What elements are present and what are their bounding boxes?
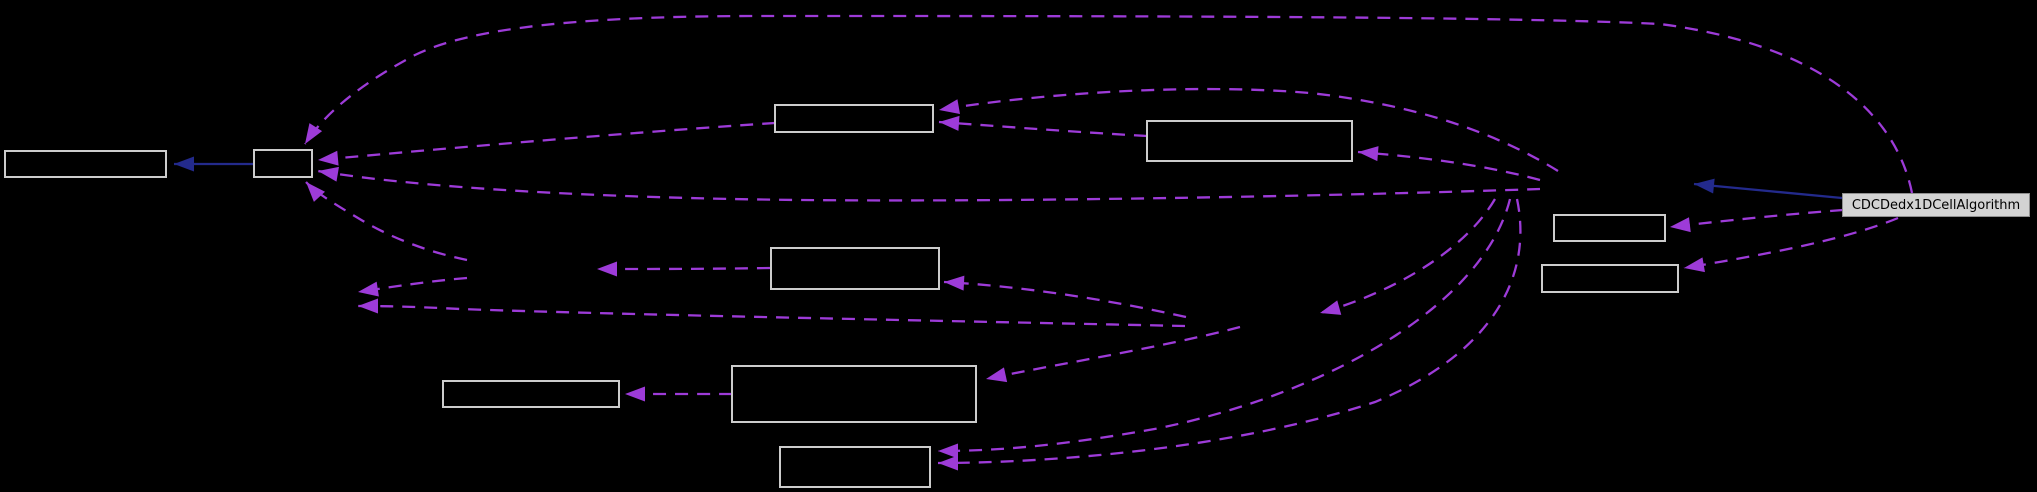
graph-node-h[interactable]	[442, 380, 620, 408]
edge-c-b	[317, 121, 776, 166]
edge-hidden2-b	[305, 181, 468, 262]
edge-d-c	[938, 115, 1148, 138]
edge-current-b	[304, 14, 1914, 194]
edge-hidden2-hidden3	[357, 276, 468, 297]
current-node[interactable]: CDCDedx1DCellAlgorithm	[1842, 193, 2030, 217]
graph-node-i[interactable]	[731, 365, 977, 423]
graph-node-g[interactable]	[770, 247, 940, 290]
edge-hidden4-i	[985, 325, 1241, 383]
graph-node-d[interactable]	[1146, 120, 1353, 162]
edge-hidden4-g	[943, 275, 1187, 319]
edge-current-hidden1	[1693, 178, 1843, 200]
edge-hidden1-j	[937, 198, 1512, 459]
edge-hidden1-c	[938, 87, 1559, 172]
edge-hidden1-hidden4	[1319, 198, 1496, 315]
graph-node-e[interactable]	[1553, 214, 1666, 242]
graph-node-b[interactable]	[253, 149, 313, 178]
edge-hidden1-b	[317, 166, 1541, 202]
edge-hidden1-j	[937, 198, 1522, 471]
edge-current-e	[1669, 208, 1844, 233]
edge-g-hidden2	[596, 261, 771, 277]
graph-node-j[interactable]	[779, 446, 931, 488]
edge-hidden1-d	[1357, 146, 1541, 182]
edge-current-f	[1683, 216, 1899, 273]
graph-node-a[interactable]	[4, 150, 167, 178]
current-node-label: CDCDedx1DCellAlgorithm	[1851, 197, 2021, 213]
graph-node-c[interactable]	[774, 104, 934, 133]
edge-hidden4-hidden3	[357, 298, 1186, 328]
graph-node-f[interactable]	[1541, 264, 1679, 293]
